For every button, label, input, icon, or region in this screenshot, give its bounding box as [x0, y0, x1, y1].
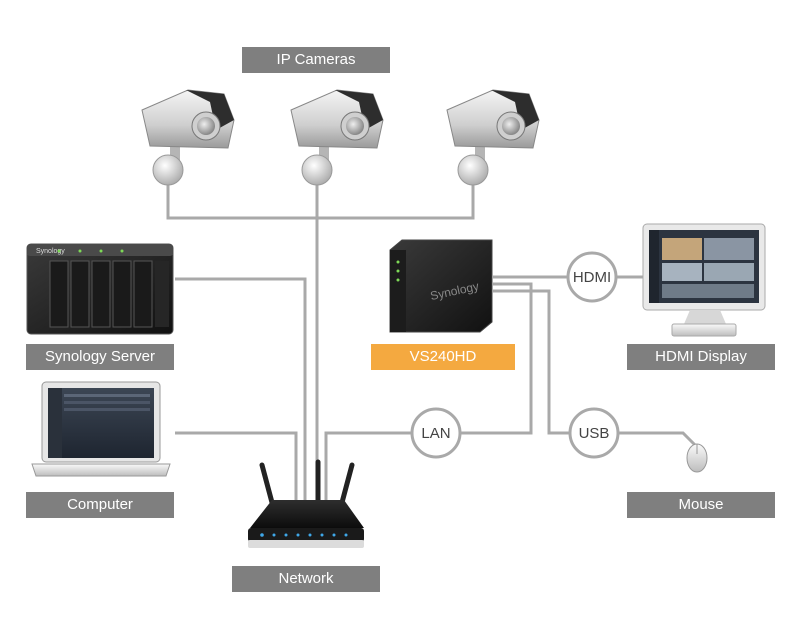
computer-to-router-cable	[175, 431, 298, 500]
server-status-leds	[57, 249, 124, 253]
ip-camera-2	[290, 89, 384, 186]
usb-connector-bubble: USB	[568, 407, 620, 459]
ip-cameras-label: IP Cameras	[242, 47, 390, 73]
drive-bays	[49, 260, 153, 328]
hdmi-display-label: HDMI Display	[627, 344, 775, 370]
server-to-router-cable	[175, 277, 307, 500]
ip-camera-3	[446, 89, 540, 186]
lan-connector-label: LAN	[421, 425, 450, 442]
mouse-label: Mouse	[627, 492, 775, 518]
server-logo-text: Synology	[36, 248, 65, 255]
network-router-device	[248, 459, 364, 548]
vs240hd-device: Synology	[389, 239, 493, 333]
synology-server-label: Synology Server	[26, 344, 174, 370]
synology-server-device: Synology	[26, 243, 174, 335]
computer-device	[31, 381, 171, 477]
network-label: Network	[232, 566, 380, 592]
lan-cable	[324, 282, 533, 500]
camera-bus-cable	[166, 182, 475, 220]
hdmi-display-device	[642, 223, 766, 337]
hdmi-connector-bubble: HDMI	[566, 251, 618, 303]
computer-label: Computer	[26, 492, 174, 518]
mouse-device	[686, 443, 708, 473]
hdmi-connector-label: HDMI	[573, 269, 611, 286]
ip-camera-1	[141, 89, 235, 186]
usb-connector-label: USB	[579, 425, 610, 442]
vs240hd-label: VS240HD	[371, 344, 515, 370]
usb-cable	[493, 289, 698, 448]
lan-connector-bubble: LAN	[410, 407, 462, 459]
